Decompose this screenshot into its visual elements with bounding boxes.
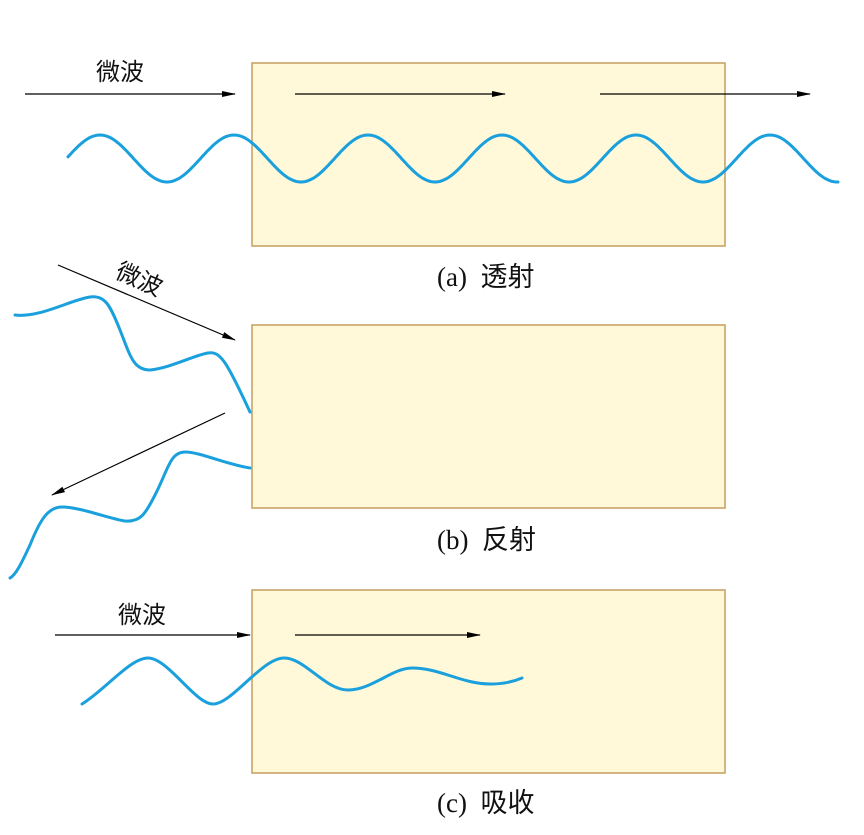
material-block <box>251 62 726 247</box>
microwave-label: 微波 <box>112 257 167 302</box>
caption-reflection: (b) 反射 <box>437 525 536 555</box>
caption-transmission: (a) 透射 <box>437 262 534 292</box>
panel-reflection: 微波 (b) 反射 <box>8 257 726 580</box>
panel-transmission: 微波 (a) 透射 <box>25 58 840 292</box>
caption-absorption: (c) 吸收 <box>437 788 534 818</box>
reflected-wave <box>8 450 252 580</box>
transmitted-wave <box>66 133 840 184</box>
incident-wave <box>13 295 252 414</box>
material-block <box>251 324 726 509</box>
reflected-arrow <box>51 412 226 496</box>
microwave-label: 微波 <box>118 601 166 629</box>
incident-arrow <box>57 264 236 341</box>
panel-absorption: 微波 (c) 吸收 <box>55 589 726 818</box>
material-block <box>251 589 726 774</box>
microwave-label: 微波 <box>96 58 144 86</box>
absorbed-wave <box>80 656 524 706</box>
